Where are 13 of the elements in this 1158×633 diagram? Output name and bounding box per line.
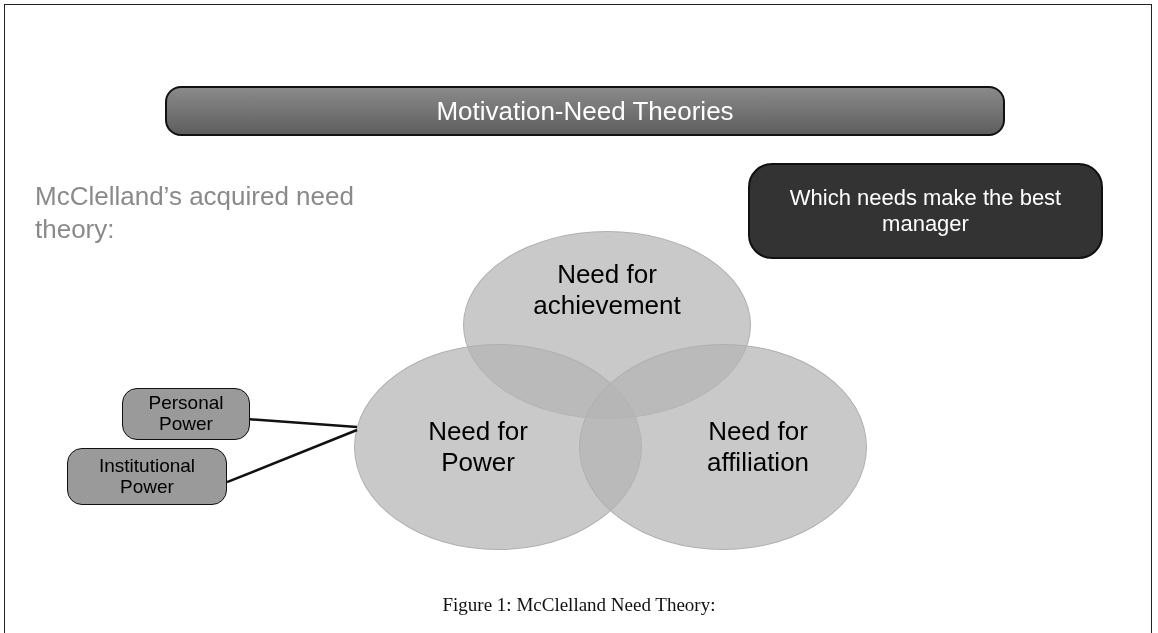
need-label: Need for affiliation <box>705 416 811 478</box>
need-label: Need for achievement <box>532 259 682 321</box>
callout-bubble <box>122 388 250 440</box>
callout-text: Personal Power <box>147 393 225 435</box>
callout-bubble <box>67 448 227 505</box>
question-text: Which needs make the best manager <box>788 185 1063 237</box>
title-banner <box>165 86 1005 136</box>
question-box <box>748 163 1103 259</box>
subtitle-text: McClelland’s acquired need theory: <box>35 180 355 245</box>
figure-caption: Figure 1: McClelland Need Theory: <box>441 594 717 616</box>
callout-text: Institutional Power <box>97 455 197 498</box>
banner-text: Motivation-Need Theories <box>436 95 734 127</box>
need-label: Need for Power <box>427 416 529 478</box>
